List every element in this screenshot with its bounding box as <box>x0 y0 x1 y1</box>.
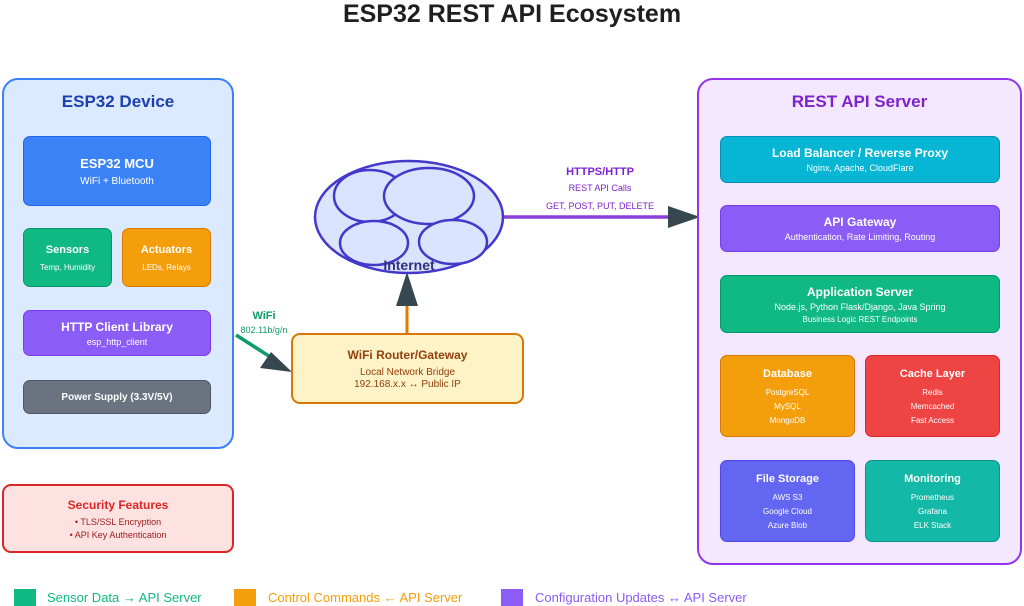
legend-swatch-control-commands <box>234 589 256 606</box>
http-client-box: HTTP Client Library esp_http_client <box>23 310 211 356</box>
load-balancer-box: Load Balancer / Reverse Proxy Nginx, Apa… <box>720 136 1000 183</box>
file-storage-title: File Storage <box>756 472 819 485</box>
server-panel-title: REST API Server <box>791 92 928 111</box>
database-box: Database PostgreSQL MySQL MongoDB <box>720 355 855 437</box>
file-storage-item: Google Cloud <box>763 506 812 516</box>
monitoring-item: ELK Stack <box>913 520 952 530</box>
application-server-subtitle-2: Business Logic REST Endpoints <box>802 314 918 324</box>
cache-layer-item: Redis <box>922 387 943 397</box>
cache-layer-item: Fast Access <box>910 415 955 425</box>
actuators-box: Actuators LEDs, Relays <box>122 228 211 287</box>
file-storage-box: File Storage AWS S3 Google Cloud Azure B… <box>720 460 855 542</box>
file-storage-item: Azure Blob <box>767 520 808 530</box>
monitoring-item: Prometheus <box>910 492 955 502</box>
legend-label-sensor-data: Sensor Data → API Server <box>47 590 202 605</box>
power-supply-title: Power Supply (3.3V/5V) <box>61 391 173 403</box>
https-link-sublabel-2: GET, POST, PUT, DELETE <box>545 201 655 211</box>
security-item: • API Key Authentication <box>69 529 167 540</box>
monitoring-title: Monitoring <box>904 472 961 485</box>
wifi-link-sublabel: 802.11b/g/n <box>240 325 288 335</box>
actuators-subtitle: LEDs, Relays <box>142 262 191 272</box>
database-item: PostgreSQL <box>765 387 810 397</box>
api-gateway-title: API Gateway <box>823 215 897 229</box>
http-client-subtitle: esp_http_client <box>86 336 148 347</box>
load-balancer-subtitle: Nginx, Apache, CloudFlare <box>806 163 914 173</box>
esp32-mcu-title: ESP32 MCU <box>80 155 154 171</box>
internet-label: Internet <box>383 257 435 273</box>
sensors-title: Sensors <box>45 243 90 256</box>
esp32-panel-title: ESP32 Device <box>61 92 175 111</box>
load-balancer-title: Load Balancer / Reverse Proxy <box>771 146 949 160</box>
monitoring-item: Grafana <box>918 506 947 516</box>
database-item: MySQL <box>774 401 801 411</box>
security-features-box: Security Features • TLS/SSL Encryption •… <box>2 484 234 553</box>
monitoring-box: Monitoring Prometheus Grafana ELK Stack <box>865 460 1000 542</box>
wifi-link-arrowhead <box>260 352 292 372</box>
application-server-subtitle-1: Node.js, Python Flask/Django, Java Sprin… <box>774 301 946 312</box>
cache-layer-box: Cache Layer Redis Memcached Fast Access <box>865 355 1000 437</box>
esp32-mcu-box: ESP32 MCU WiFi + Bluetooth <box>23 136 211 206</box>
router-line-1: Local Network Bridge <box>359 366 456 378</box>
actuators-title: Actuators <box>140 243 193 256</box>
http-client-title: HTTP Client Library <box>61 319 173 334</box>
legend-swatch-configuration-updates <box>501 589 523 606</box>
power-supply-box: Power Supply (3.3V/5V) <box>23 380 211 414</box>
security-title: Security Features <box>67 497 169 512</box>
security-item: • TLS/SSL Encryption <box>74 516 162 527</box>
legend-label-control-commands: Control Commands ← API Server <box>268 590 463 605</box>
legend-swatch-sensor-data <box>14 589 36 606</box>
https-link-label: HTTPS/HTTP <box>566 166 634 178</box>
page-title: ESP32 REST API Ecosystem <box>342 0 682 28</box>
api-gateway-box: API Gateway Authentication, Rate Limitin… <box>720 205 1000 252</box>
file-storage-item: AWS S3 <box>772 492 803 502</box>
application-server-title: Application Server <box>806 284 914 299</box>
router-internet-arrowhead <box>396 272 418 306</box>
sensors-box: Sensors Temp, Humidity <box>23 228 112 287</box>
database-item: MongoDB <box>769 415 806 425</box>
router-line-2: 192.168.x.x ↔ Public IP <box>354 378 461 390</box>
router-title: WiFi Router/Gateway <box>347 347 468 362</box>
internet-cloud <box>313 159 505 275</box>
cache-layer-item: Memcached <box>910 401 955 411</box>
wifi-link-line <box>235 333 273 360</box>
api-gateway-subtitle: Authentication, Rate Limiting, Routing <box>784 232 936 242</box>
application-server-box: Application Server Node.js, Python Flask… <box>720 275 1000 333</box>
wifi-link-label: WiFi <box>252 310 276 322</box>
esp32-mcu-subtitle: WiFi + Bluetooth <box>80 175 154 187</box>
wifi-router-box: WiFi Router/Gateway Local Network Bridge… <box>291 333 524 404</box>
https-link-arrowhead <box>668 206 700 228</box>
cache-layer-title: Cache Layer <box>899 367 966 380</box>
https-link-sublabel-1: REST API Calls <box>568 183 632 193</box>
database-title: Database <box>763 367 812 380</box>
sensors-subtitle: Temp, Humidity <box>39 262 96 272</box>
legend-label-configuration-updates: Configuration Updates ↔ API Server <box>535 590 747 605</box>
